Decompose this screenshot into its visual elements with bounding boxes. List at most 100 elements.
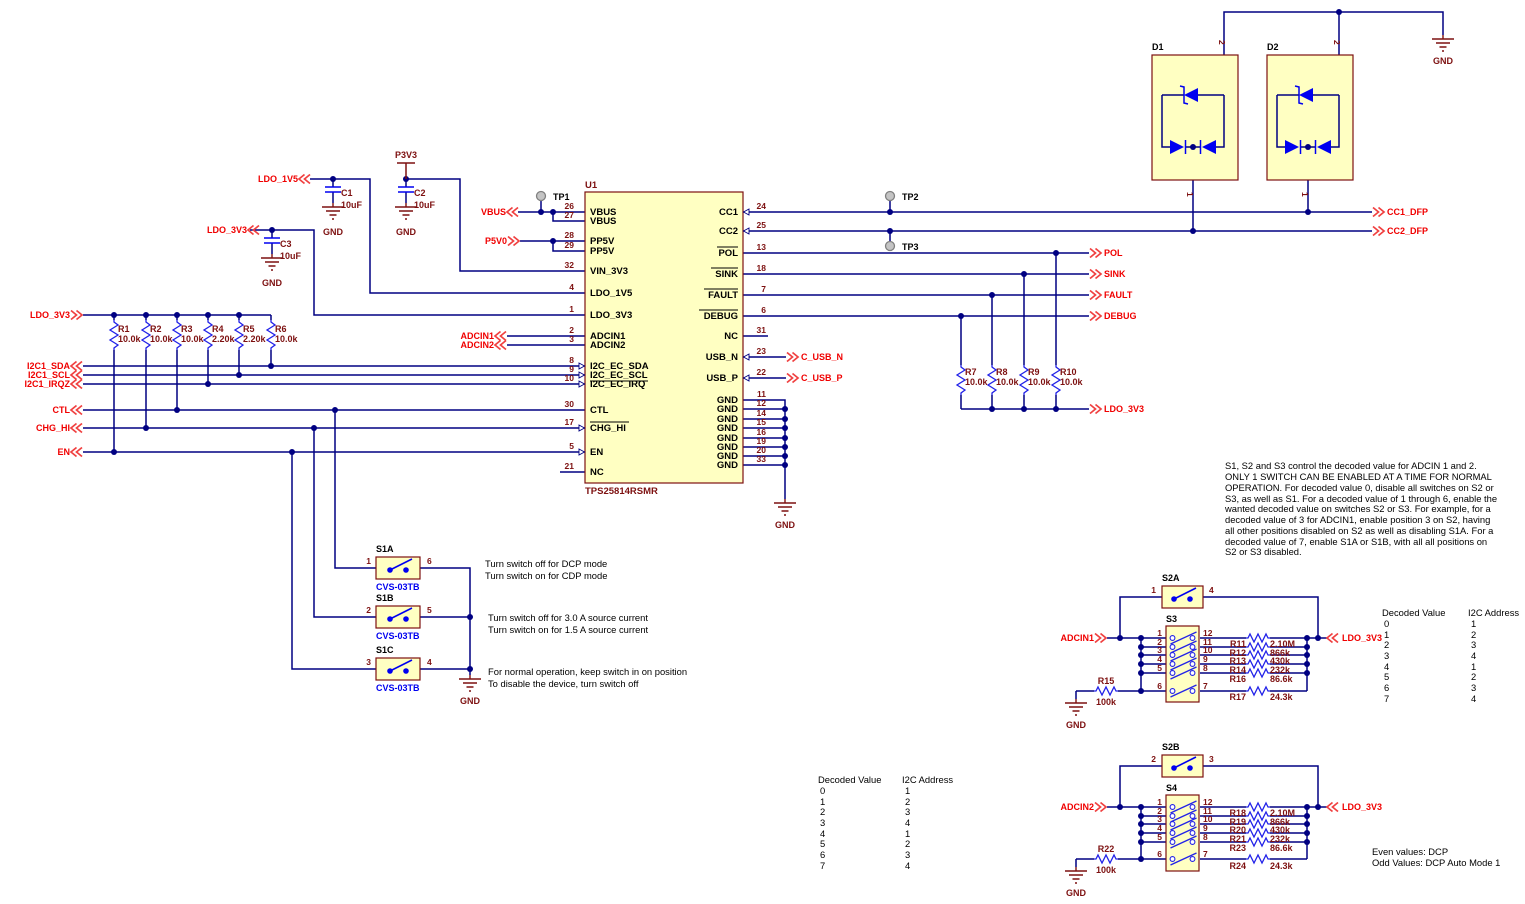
- component-value: 10.0k: [118, 334, 142, 344]
- pin-number: 33: [757, 454, 767, 464]
- component-ref: S1C: [376, 645, 394, 655]
- pin-number: 25: [757, 220, 767, 230]
- table-cell: 2: [905, 838, 910, 849]
- switch-note: Turn switch off for 3.0 A source current: [488, 612, 648, 623]
- pin-number: 2: [1151, 754, 1156, 764]
- component-value: 100k: [1096, 865, 1117, 875]
- gnd-label: GND: [460, 696, 481, 706]
- net-flag: C_USB_P: [801, 373, 843, 383]
- component-ref: C2: [414, 188, 426, 198]
- pin-number: 24: [757, 201, 767, 211]
- component-ref: S2B: [1162, 742, 1180, 752]
- pin-number: 3: [1157, 645, 1162, 655]
- component-value: 2.10M: [1270, 808, 1295, 818]
- pin-name: GND: [717, 433, 738, 444]
- table-cell: 2: [1471, 671, 1476, 682]
- component-ref: R23: [1229, 843, 1246, 853]
- pin-name: VBUS: [590, 216, 616, 227]
- note-line: all other positions disabled on S2 as we…: [1225, 525, 1494, 536]
- pin-name: POL: [718, 248, 738, 259]
- table-cell: 6: [1384, 682, 1389, 693]
- pin-name: PP5V: [590, 236, 615, 247]
- switch-note: Turn switch on for 1.5 A source current: [488, 624, 649, 635]
- component-value: 10uF: [280, 251, 302, 261]
- pin-name: ADCIN2: [590, 340, 625, 351]
- table-cell: 5: [1384, 671, 1389, 682]
- table-cell: 2: [820, 806, 825, 817]
- pin-number: 5: [427, 605, 432, 615]
- component-ref: R3: [181, 324, 193, 334]
- note-block: S1, S2 and S3 control the decoded value …: [1224, 460, 1497, 557]
- switch-note: Turn switch on for CDP mode: [485, 570, 607, 581]
- net-flags: VBUS P5V0 LDO_1V5 LDO_3V3 LDO_3V3 I2C1_S…: [24, 173, 1428, 813]
- table-header: I2C Address: [902, 774, 953, 785]
- net-flag: DEBUG: [1104, 311, 1137, 321]
- table-cell: 0: [820, 785, 825, 796]
- component-ref: R18: [1229, 808, 1246, 818]
- testpoint-label: TP1: [553, 192, 570, 202]
- net-flag: POL: [1104, 248, 1123, 258]
- table-cell: 3: [1471, 682, 1476, 693]
- component-ref: S1B: [376, 593, 394, 603]
- table-header: I2C Address: [1468, 607, 1519, 618]
- pin-name: GND: [717, 404, 738, 415]
- component-ref: D2: [1267, 42, 1279, 52]
- net-flag: LDO_3V3: [1104, 404, 1144, 414]
- pin-number: 12: [1203, 797, 1213, 807]
- pin-number: 11: [757, 389, 766, 399]
- pin-number: 1: [1185, 192, 1195, 197]
- gnd-label: GND: [1433, 56, 1454, 66]
- table-cell: 3: [905, 806, 910, 817]
- switch-s1c: S1C CVS-03TB 3 4 For normal operation, k…: [366, 645, 687, 693]
- table-cell: 1: [820, 796, 825, 807]
- pin-name: I2C_EC_IRQ: [590, 379, 645, 390]
- pin-number: 15: [757, 417, 767, 427]
- pin-number: 30: [565, 399, 575, 409]
- component-ref: R5: [243, 324, 255, 334]
- ladder1: S2A 1 4 S3 1 2 3 4 5 6 12 11 10 9 8 7 R1…: [1093, 573, 1295, 707]
- component-part: CVS-03TB: [376, 582, 420, 592]
- pin-number: 26: [565, 201, 575, 211]
- pin-number: 8: [569, 355, 574, 365]
- component-part: CVS-03TB: [376, 631, 420, 641]
- table-cell: 3: [820, 817, 825, 828]
- net-flag: I2C1_SDA: [27, 361, 71, 371]
- component-ref: R21: [1229, 834, 1246, 844]
- pin-number: 18: [757, 263, 767, 273]
- pin-number: 1: [1157, 797, 1162, 807]
- pin-number: 6: [427, 556, 432, 566]
- component-ref: C3: [280, 239, 292, 249]
- component-value: 232k: [1270, 665, 1291, 675]
- table-cell: 1: [1471, 661, 1476, 672]
- pin-number: 2: [1332, 40, 1342, 45]
- gnd-label: GND: [775, 520, 796, 530]
- test-points: TP1 TP2 TP3: [535, 190, 919, 252]
- u1-designator: U1: [585, 180, 598, 191]
- pin-name: CC1: [719, 207, 739, 218]
- pin-name: PP5V: [590, 246, 615, 257]
- net-flag: CC2_DFP: [1387, 226, 1428, 236]
- note-line: S2 or S3 disabled.: [1225, 546, 1302, 557]
- pin-number: 10: [1203, 645, 1213, 655]
- component-ref: R22: [1098, 844, 1115, 854]
- pin-name: CHG_HI: [590, 423, 626, 434]
- pin-number: 3: [569, 334, 574, 344]
- diode-icon: [1170, 140, 1184, 154]
- testpoint-circle: [884, 190, 896, 202]
- table-cell: 1: [1471, 618, 1476, 629]
- net-flag: CC1_DFP: [1387, 207, 1428, 217]
- component-ref: R4: [212, 324, 224, 334]
- component-value: 10uF: [341, 200, 363, 210]
- component-value: 10.0k: [150, 334, 174, 344]
- component-ref: D1: [1152, 42, 1164, 52]
- pin-number: 6: [761, 305, 766, 315]
- pin-name: GND: [717, 442, 738, 453]
- component-value: 430k: [1270, 656, 1291, 666]
- pin-number: 7: [1203, 681, 1208, 691]
- component-value: 24.3k: [1270, 861, 1294, 871]
- pin-number: 28: [565, 230, 575, 240]
- power-label: P3V3: [395, 150, 417, 160]
- diode-labels: D1 D2 2 1 2 1: [1152, 40, 1342, 197]
- pin-number: 9: [1203, 823, 1208, 833]
